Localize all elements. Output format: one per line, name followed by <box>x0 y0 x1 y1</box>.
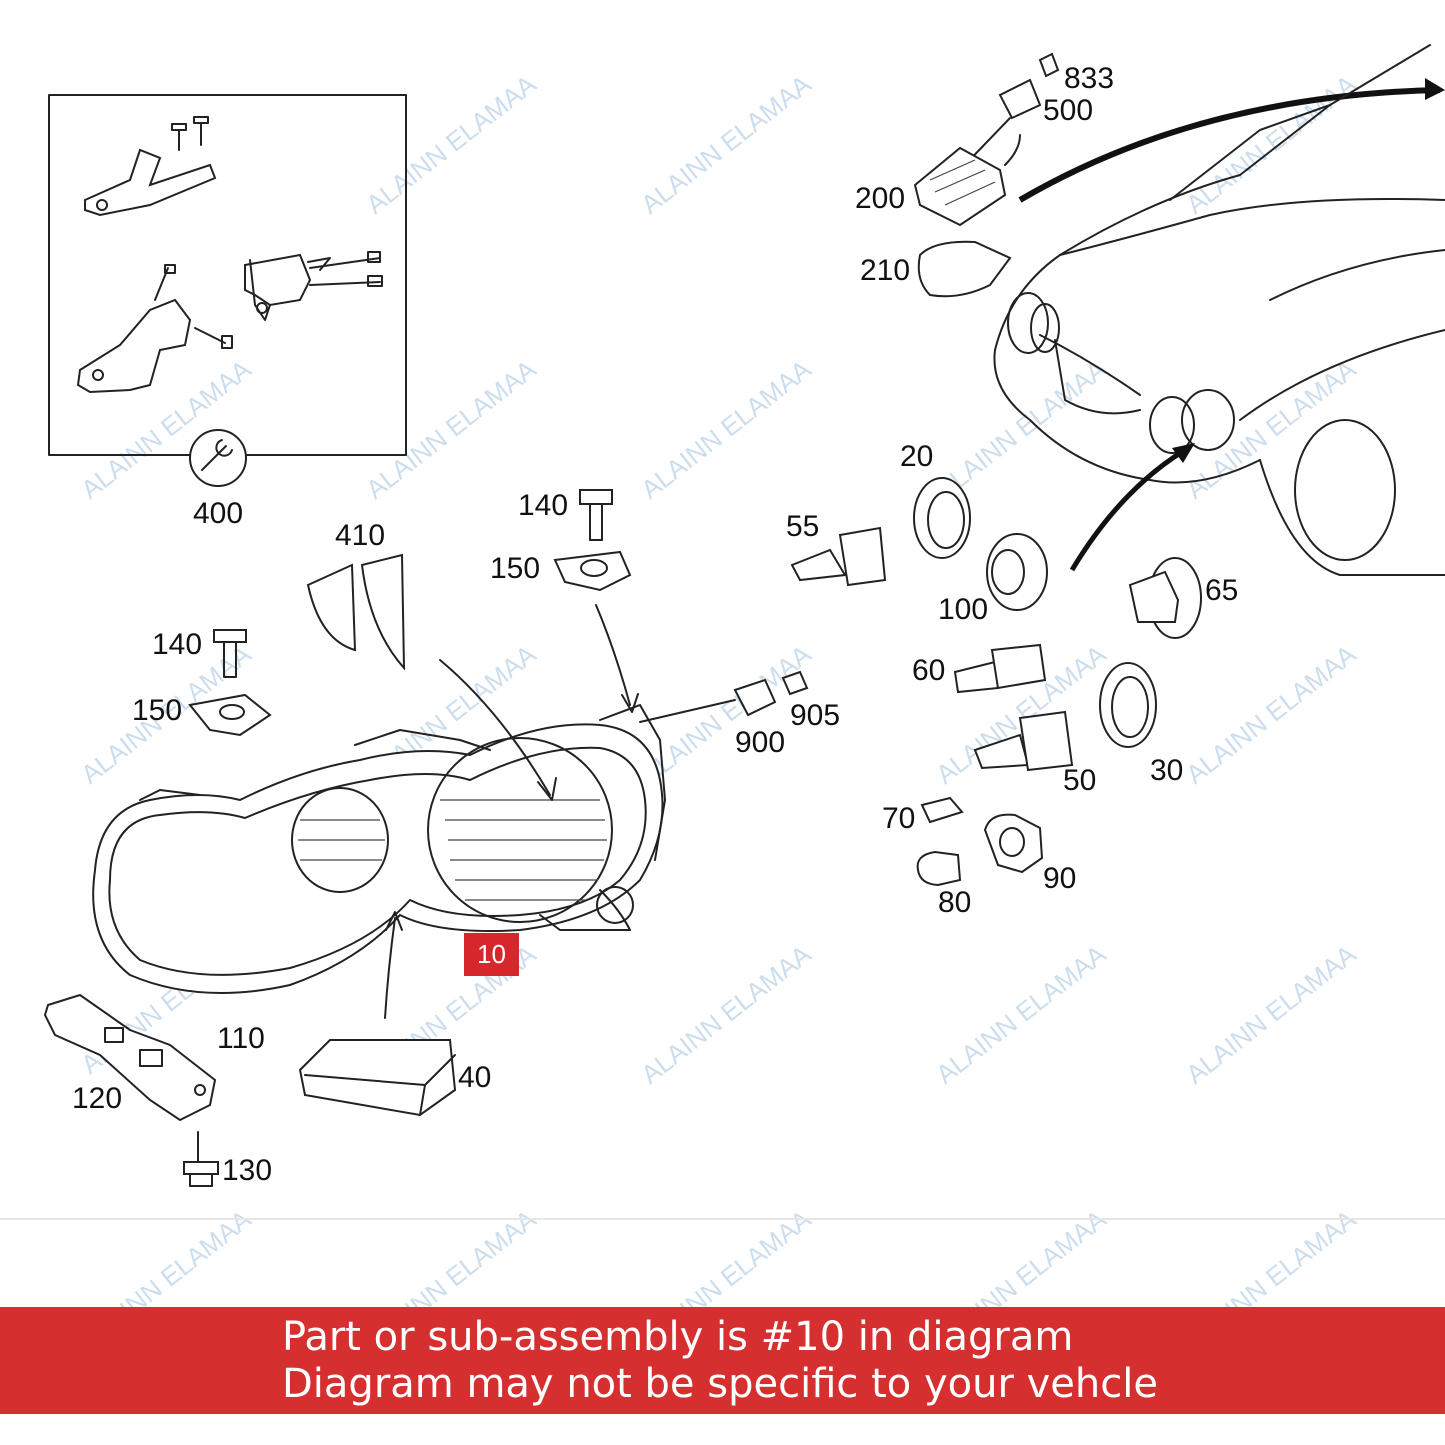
callout-833: 833 <box>1064 62 1114 95</box>
side-marker-housing-icon <box>1128 557 1202 639</box>
ballast-control-unit-icon <box>298 1039 457 1117</box>
leader-arrow <box>384 917 396 1019</box>
headlight-cover-plates-icon <box>306 553 406 671</box>
watermark: ALAINN ELAMAA <box>635 938 817 1089</box>
wedge-bulb-icon <box>920 796 964 824</box>
screw-icon <box>183 1131 219 1187</box>
leader-arrow <box>439 659 551 796</box>
callout-20: 20 <box>900 440 933 473</box>
callout-100: 100 <box>938 593 988 626</box>
callout-140-left: 140 <box>152 628 202 661</box>
dust-cap-icon <box>986 533 1048 611</box>
callout-140-top: 140 <box>518 489 568 522</box>
h7-bulb-icon <box>790 526 887 587</box>
watermark: ALAINN ELAMAA <box>1180 353 1362 504</box>
callout-55: 55 <box>786 510 819 543</box>
bolt-icon <box>579 489 613 541</box>
wrench-icon <box>189 429 247 487</box>
callout-65: 65 <box>1205 574 1238 607</box>
h7-bulb-icon <box>973 710 1074 772</box>
watermark: ALAINN ELAMAA <box>635 68 817 219</box>
mounting-bracket-kit-inset <box>48 94 407 456</box>
callout-500: 500 <box>1043 94 1093 127</box>
callout-10: 10 <box>477 939 506 969</box>
leader-arrow <box>1069 447 1187 572</box>
divider <box>0 1218 1445 1220</box>
callout-200: 200 <box>855 182 905 215</box>
callout-40: 40 <box>458 1061 491 1094</box>
mounting-bracket-icon <box>43 993 217 1122</box>
watermark: ALAINN ELAMAA <box>360 353 542 504</box>
leader-arrow <box>1018 87 1441 203</box>
callout-150-left: 150 <box>132 694 182 727</box>
callout-120: 120 <box>72 1082 122 1115</box>
bulb-icon <box>953 643 1047 694</box>
callout-410: 410 <box>335 519 385 552</box>
watermark: ALAINN ELAMAA <box>1180 638 1362 789</box>
lower-bracket-icon <box>76 298 192 394</box>
callout-905: 905 <box>790 699 840 732</box>
bolt-icon <box>213 629 247 678</box>
callout-70: 70 <box>882 802 915 835</box>
watermark: ALAINN ELAMAA <box>930 938 1112 1089</box>
callout-90: 90 <box>1043 862 1076 895</box>
callout-130: 130 <box>222 1154 272 1187</box>
watermark: ALAINN ELAMAA <box>1180 938 1362 1089</box>
headlight-assembly-icon <box>92 704 666 994</box>
watermark: ALAINN ELAMAA <box>635 353 817 504</box>
bulb-holder-ring-icon <box>913 477 971 559</box>
highlighted-part-badge: 10 <box>464 933 519 976</box>
watermark: ALAINN ELAMAA <box>360 68 542 219</box>
clip-nut-icon <box>553 550 632 592</box>
upper-bracket-icon <box>84 148 217 217</box>
callout-900: 900 <box>735 726 785 759</box>
leader-arrow <box>595 604 631 706</box>
banner-line-2: Diagram may not be specific to your vehc… <box>282 1361 1158 1407</box>
control-module-icon <box>913 134 1021 227</box>
side-bracket-icon <box>244 253 312 307</box>
callout-60: 60 <box>912 654 945 687</box>
plug-icon <box>781 670 809 696</box>
callout-50: 50 <box>1063 764 1096 797</box>
callout-110: 110 <box>217 1022 265 1055</box>
callout-210: 210 <box>860 254 910 287</box>
car-front-icon <box>993 44 1445 576</box>
notice-banner <box>0 1307 1445 1414</box>
clip-nut-icon <box>188 693 272 737</box>
callout-30: 30 <box>1150 754 1183 787</box>
callout-400: 400 <box>193 497 243 530</box>
banner-line-1: Part or sub-assembly is #10 in diagram <box>282 1314 1074 1360</box>
turn-signal-bulb-icon <box>916 850 962 887</box>
adjuster-connector-icon <box>639 678 777 723</box>
callout-80: 80 <box>938 886 971 919</box>
watermark: ALAINN ELAMAA <box>930 353 1112 504</box>
module-cover-icon <box>917 240 1012 298</box>
watermark: ALAINN ELAMAA <box>1180 68 1362 219</box>
bulb-holder-ring-icon <box>1099 662 1157 748</box>
callout-150-top: 150 <box>490 552 540 585</box>
bulb-socket-icon <box>983 813 1044 874</box>
screw-icon <box>171 116 209 151</box>
